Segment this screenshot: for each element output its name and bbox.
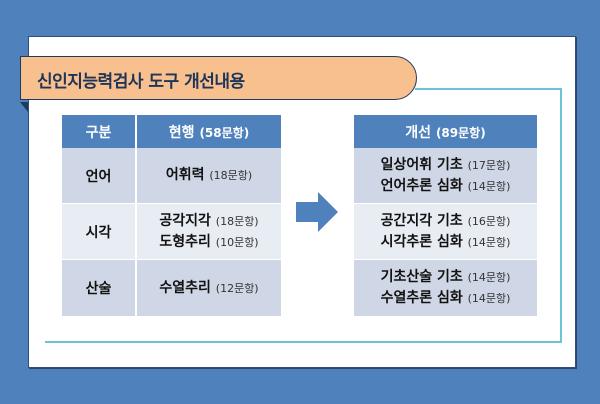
table-header-row: 구분 현행 (58문항) bbox=[62, 115, 281, 148]
header-improved-count: (89문항) bbox=[435, 125, 486, 140]
header-category: 구분 bbox=[62, 115, 137, 148]
item: 공각지각 (18문항) bbox=[137, 211, 281, 232]
item: 수열추리 (12문항) bbox=[137, 278, 281, 299]
item: 시각추론 심화 (14문항) bbox=[354, 232, 537, 253]
row-items: 어휘력 (18문항) bbox=[137, 148, 281, 204]
header-current-count: (58문항) bbox=[199, 125, 250, 140]
item-count: (18문항) bbox=[215, 214, 259, 228]
item-count: (10문항) bbox=[215, 235, 259, 249]
row-category: 시각 bbox=[62, 204, 137, 260]
header-improved: 개선 (89문항) bbox=[354, 115, 537, 148]
item-name: 기초산술 기초 bbox=[380, 269, 463, 285]
title-banner: 신인지능력검사 도구 개선내용 bbox=[20, 56, 417, 100]
item: 기초산술 기초 (14문항) bbox=[354, 267, 537, 288]
row-category: 언어 bbox=[62, 148, 137, 204]
item: 수열추론 심화 (14문항) bbox=[354, 288, 537, 309]
item-name: 수열추리 bbox=[159, 279, 211, 296]
item-name: 언어추론 심화 bbox=[380, 177, 463, 194]
item-count: (14문항) bbox=[467, 179, 511, 193]
item-count: (14문항) bbox=[467, 292, 511, 305]
table-row: 기초산술 기초 (14문항) 수열추론 심화 (14문항) bbox=[354, 260, 537, 316]
item-count: (18문항) bbox=[209, 169, 253, 182]
frame-line-bottom bbox=[45, 341, 562, 343]
header-current: 현행 (58문항) bbox=[137, 115, 281, 148]
item: 어휘력 (18문항) bbox=[137, 165, 281, 186]
table-row: 언어 어휘력 (18문항) bbox=[62, 148, 281, 204]
item-name: 도형추리 bbox=[159, 233, 211, 250]
page-title: 신인지능력검사 도구 개선내용 bbox=[37, 72, 245, 92]
row-items: 수열추리 (12문항) bbox=[137, 260, 281, 316]
banner-fold bbox=[20, 102, 28, 112]
frame-line-top bbox=[415, 88, 562, 90]
row-items: 공각지각 (18문항) 도형추리 (10문항) bbox=[137, 204, 281, 260]
item-count: (16문항) bbox=[467, 214, 511, 228]
table-row: 시각 공각지각 (18문항) 도형추리 (10문항) bbox=[62, 204, 281, 260]
item: 도형추리 (10문항) bbox=[137, 232, 281, 253]
item-name: 공각지각 bbox=[159, 212, 211, 229]
row-category: 산술 bbox=[62, 260, 137, 316]
row-items: 공간지각 기초 (16문항) 시각추론 심화 (14문항) bbox=[354, 204, 537, 260]
item: 일상어휘 기초 (17문항) bbox=[354, 155, 537, 176]
item: 언어추론 심화 (14문항) bbox=[354, 176, 537, 197]
improved-table: 개선 (89문항) 일상어휘 기초 (17문항) 언어추론 심화 (14문항) … bbox=[354, 115, 537, 316]
item-name: 시각추론 심화 bbox=[380, 233, 463, 250]
header-improved-label: 개선 bbox=[405, 124, 432, 141]
item-count: (12문항) bbox=[215, 281, 259, 295]
frame-line-right bbox=[560, 88, 562, 343]
row-items: 일상어휘 기초 (17문항) 언어추론 심화 (14문항) bbox=[354, 148, 537, 204]
current-table: 구분 현행 (58문항) 언어 어휘력 (18문항) 시각 공각지각 (18문항… bbox=[62, 115, 281, 316]
row-items: 기초산술 기초 (14문항) 수열추론 심화 (14문항) bbox=[354, 260, 537, 316]
item-name: 어휘력 bbox=[165, 167, 205, 183]
item-count: (14문항) bbox=[467, 271, 511, 284]
table-row: 일상어휘 기초 (17문항) 언어추론 심화 (14문항) bbox=[354, 148, 537, 204]
item-count: (17문항) bbox=[467, 158, 511, 172]
item-name: 일상어휘 기초 bbox=[380, 156, 463, 173]
header-current-label: 현행 bbox=[168, 124, 195, 141]
table-header-row: 개선 (89문항) bbox=[354, 115, 537, 148]
table-row: 산술 수열추리 (12문항) bbox=[62, 260, 281, 316]
item-name: 수열추론 심화 bbox=[380, 290, 463, 306]
item-count: (14문항) bbox=[467, 235, 511, 249]
item-name: 공간지각 기초 bbox=[380, 212, 463, 229]
arrow-right-icon bbox=[296, 192, 338, 232]
table-row: 공간지각 기초 (16문항) 시각추론 심화 (14문항) bbox=[354, 204, 537, 260]
item: 공간지각 기초 (16문항) bbox=[354, 211, 537, 232]
